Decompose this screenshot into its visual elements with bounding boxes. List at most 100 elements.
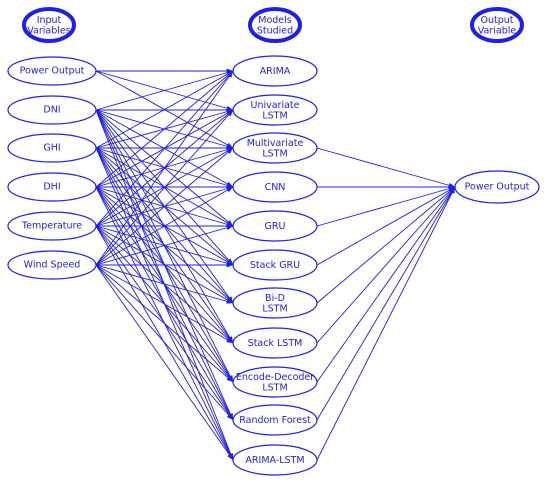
model-node-line: Stack LSTM — [248, 338, 303, 349]
edge-input-5-to-model-0 — [95, 70, 234, 266]
header-output-line: Variable — [478, 25, 517, 36]
edge-input-5-to-model-3 — [95, 186, 234, 266]
model-node-oval — [232, 366, 318, 398]
edge-input-5-to-model-10 — [95, 264, 234, 461]
edge-input-5-to-model-8 — [95, 264, 234, 383]
model-node-line: LSTM — [262, 110, 287, 121]
model-node-line: GRU — [265, 221, 286, 232]
model-node-oval — [232, 404, 318, 436]
edges-layer — [95, 68, 456, 461]
edge-input-4-to-model-0 — [95, 70, 234, 227]
model-node-line: Bi-D — [265, 292, 285, 303]
model-node-oval — [232, 249, 318, 281]
edge-model-5-to-output — [316, 186, 456, 266]
output-node: Power Output — [454, 170, 540, 204]
edge-model-7-to-output — [316, 186, 456, 344]
input-node-label: GHI — [43, 143, 60, 154]
edge-input-1-to-model-0 — [95, 70, 234, 111]
input-node: Wind Speed — [7, 250, 97, 280]
model-node-line: ARIMA — [260, 66, 291, 77]
edge-model-4-to-output — [316, 186, 456, 227]
model-node: Stack LSTM — [232, 327, 318, 359]
model-node-line: LSTM — [262, 382, 287, 393]
input-node-oval — [7, 211, 97, 241]
edge-input-4-to-model-7 — [95, 225, 234, 344]
header-output-oval — [470, 7, 524, 43]
input-node: Power Output — [7, 56, 97, 86]
edge-model-6-to-output — [316, 186, 456, 304]
input-node-label: DNI — [43, 105, 60, 116]
input-node-label: Power Output — [20, 66, 85, 77]
edge-input-5-to-model-6 — [95, 264, 234, 304]
model-node-line: ARIMA-LSTM — [245, 455, 304, 466]
input-node-label: DHI — [43, 182, 60, 193]
edge-input-5-to-model-7 — [95, 264, 234, 344]
output-node-oval — [454, 170, 540, 204]
model-node-oval — [232, 171, 318, 203]
model-node-label: ARIMA — [260, 66, 291, 77]
model-node-label: Random Forest — [239, 415, 311, 426]
edge-model-2-to-output — [316, 147, 456, 188]
input-node: Temperature — [7, 211, 97, 241]
model-node-line: Stack GRU — [250, 260, 300, 271]
model-node-line: Univariate — [251, 99, 300, 110]
edge-input-5-to-model-9 — [95, 264, 234, 421]
model-node-oval — [232, 210, 318, 242]
model-node-oval — [232, 94, 318, 126]
model-node-oval — [232, 132, 318, 164]
edge-model-9-to-output — [316, 186, 456, 421]
input-node-oval — [7, 56, 97, 86]
model-node-label: Stack LSTM — [248, 338, 303, 349]
model-node-label: ARIMA-LSTM — [245, 455, 304, 466]
header-input-oval — [22, 7, 76, 43]
model-node-oval — [232, 55, 318, 87]
output-node-label: Power Output — [465, 182, 530, 193]
input-node-label: Wind Speed — [24, 260, 81, 271]
model-node-line: LSTM — [262, 148, 287, 159]
header-models-line: Models — [258, 15, 292, 26]
model-node-line: Random Forest — [239, 415, 311, 426]
model-node-oval — [232, 287, 318, 319]
edge-input-2-to-model-0 — [95, 70, 234, 149]
model-node-line: Encode-Decoder — [236, 371, 314, 382]
model-node-line: Multivariate — [247, 137, 304, 148]
header-models-oval — [248, 7, 302, 43]
header-input-line: Variables — [27, 25, 70, 36]
model-node-label: CNN — [265, 182, 286, 193]
input-node-oval — [7, 250, 97, 280]
input-node-oval — [7, 95, 97, 125]
model-node: ARIMA-LSTM — [232, 444, 318, 476]
input-node-oval — [7, 133, 97, 163]
model-node-oval — [232, 327, 318, 359]
edge-input-5-to-model-1 — [95, 109, 234, 266]
input-node: DHI — [7, 172, 97, 202]
input-node-oval — [7, 172, 97, 202]
input-node-label: Temperature — [21, 221, 82, 232]
model-node-line: LSTM — [262, 303, 287, 314]
edge-input-4-to-model-6 — [95, 225, 234, 304]
model-node-label: GRU — [265, 221, 286, 232]
header-output-line: Output — [481, 15, 514, 26]
header-models-line: Studied — [257, 25, 293, 36]
model-node: Random Forest — [232, 404, 318, 436]
edge-input-3-to-model-0 — [95, 70, 234, 188]
input-node: DNI — [7, 95, 97, 125]
model-node: Stack GRU — [232, 249, 318, 281]
input-node: GHI — [7, 133, 97, 163]
edge-model-10-to-output — [316, 186, 456, 461]
edge-model-8-to-output — [316, 186, 456, 383]
